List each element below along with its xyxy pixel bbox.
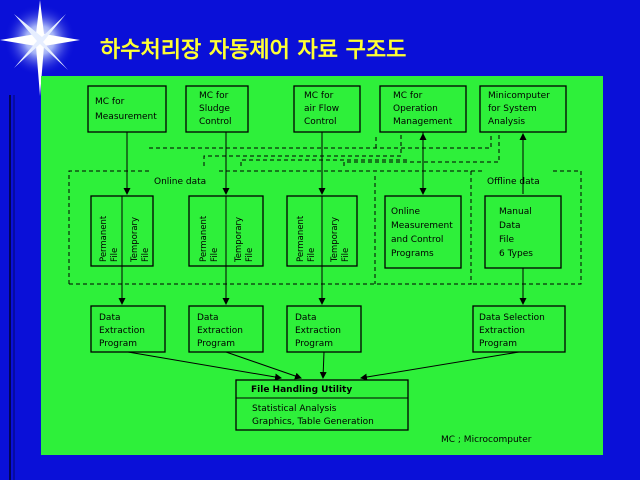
- top-box-airflow: MC for air Flow Control: [293, 85, 361, 133]
- svg-text:Permanent: Permanent: [296, 215, 306, 262]
- top-box-operation: MC for Operation Management: [379, 85, 467, 133]
- svg-text:Permanent: Permanent: [199, 215, 209, 262]
- svg-text:File: File: [307, 248, 317, 262]
- svg-text:Measurement: Measurement: [391, 221, 453, 231]
- svg-text:MC for: MC for: [304, 91, 334, 101]
- svg-text:Program: Program: [295, 339, 333, 349]
- svg-text:Temporary: Temporary: [234, 217, 244, 263]
- svg-text:Data Selection: Data Selection: [479, 313, 545, 323]
- svg-text:Data: Data: [295, 313, 317, 323]
- flow-arrows: [118, 132, 527, 381]
- diagram-panel: MC for Measurement MC for Sludge Control…: [41, 76, 603, 455]
- svg-text:File: File: [141, 248, 151, 262]
- svg-text:Extraction: Extraction: [295, 326, 341, 336]
- svg-text:MC for: MC for: [95, 97, 125, 107]
- extraction-box-1: Data Extraction Program: [90, 305, 166, 353]
- svg-text:Operation: Operation: [393, 104, 438, 114]
- svg-text:File Handling Utility: File Handling Utility: [251, 385, 352, 395]
- top-box-minicomputer: Minicomputer for System Analysis: [479, 85, 567, 133]
- svg-text:Extraction: Extraction: [197, 326, 243, 336]
- svg-text:Sludge: Sludge: [199, 104, 230, 114]
- data-bus-lines: [149, 134, 500, 166]
- svg-text:Program: Program: [479, 339, 517, 349]
- online-data-region: Online data: [68, 170, 472, 285]
- svg-text:for System: for System: [488, 104, 537, 114]
- svg-text:Minicomputer: Minicomputer: [488, 91, 550, 101]
- svg-text:Graphics, Table Generation: Graphics, Table Generation: [252, 417, 374, 427]
- file-handling-utility-box: File Handling Utility Statistical Analys…: [235, 379, 409, 431]
- svg-text:Programs: Programs: [391, 249, 434, 259]
- data-selection-box: Data Selection Extraction Program: [472, 305, 566, 353]
- file-box-2: Permanent File Temporary File: [188, 195, 264, 267]
- svg-text:Extraction: Extraction: [479, 326, 525, 336]
- svg-text:File: File: [499, 235, 515, 245]
- svg-text:Offline data: Offline data: [487, 177, 540, 187]
- svg-text:Measurement: Measurement: [95, 112, 157, 122]
- svg-text:Data: Data: [99, 313, 121, 323]
- svg-text:Extraction: Extraction: [99, 326, 145, 336]
- svg-text:Management: Management: [393, 117, 453, 127]
- file-box-3: Permanent File Temporary File: [286, 195, 358, 267]
- svg-text:Data: Data: [197, 313, 219, 323]
- svg-text:and Control: and Control: [391, 235, 443, 245]
- svg-text:Analysis: Analysis: [488, 117, 525, 127]
- extraction-box-2: Data Extraction Program: [188, 305, 264, 353]
- starburst-decoration: [0, 0, 80, 96]
- svg-text:MC for: MC for: [393, 91, 423, 101]
- manual-data-box: Manual Data File 6 Types: [484, 195, 562, 269]
- file-box-1: Permanent File Temporary File: [90, 195, 154, 267]
- svg-text:Online: Online: [391, 207, 420, 217]
- top-box-measurement: MC for Measurement: [87, 85, 167, 133]
- svg-text:Online data: Online data: [154, 177, 206, 187]
- online-programs-box: Online Measurement and Control Programs: [384, 195, 462, 269]
- margin-rule-decoration: [9, 95, 15, 480]
- svg-text:air Flow: air Flow: [304, 104, 339, 114]
- top-box-sludge: MC for Sludge Control: [185, 85, 249, 133]
- svg-text:Statistical Analysis: Statistical Analysis: [252, 404, 337, 414]
- svg-text:Control: Control: [304, 117, 337, 127]
- svg-text:Data: Data: [499, 221, 521, 231]
- legend-text: MC ; Microcomputer: [441, 435, 532, 445]
- svg-text:File: File: [210, 248, 220, 262]
- svg-text:Temporary: Temporary: [330, 217, 340, 263]
- svg-text:File: File: [245, 248, 255, 262]
- svg-text:6 Types: 6 Types: [499, 249, 533, 259]
- svg-text:Temporary: Temporary: [130, 217, 140, 263]
- svg-text:MC for: MC for: [199, 91, 229, 101]
- offline-data-region: Offline data: [471, 170, 582, 285]
- data-structure-diagram: MC for Measurement MC for Sludge Control…: [68, 85, 582, 445]
- svg-text:Program: Program: [197, 339, 235, 349]
- slide-title: 하수처리장 자동제어 자료 구조도: [100, 38, 407, 63]
- svg-text:Control: Control: [199, 117, 232, 127]
- extraction-box-3: Data Extraction Program: [286, 305, 362, 353]
- svg-text:Manual: Manual: [499, 207, 532, 217]
- svg-text:Program: Program: [99, 339, 137, 349]
- svg-text:File: File: [341, 248, 351, 262]
- svg-text:Permanent: Permanent: [99, 215, 109, 262]
- svg-text:File: File: [110, 248, 120, 262]
